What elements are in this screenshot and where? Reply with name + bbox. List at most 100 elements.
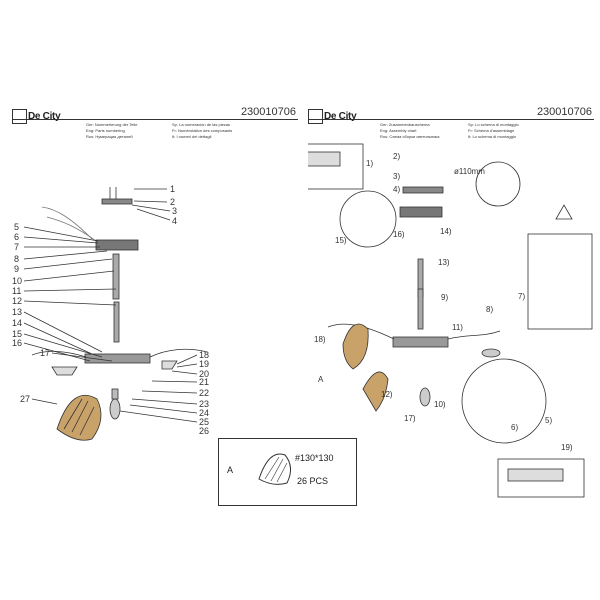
part-number-label: 22: [199, 388, 209, 398]
parts-numbering-panel: De City 230010706 Ger: Nummerierung der …: [12, 99, 298, 500]
assembly-drawing: 1) 2) 3) 4) 5) 6) 7) 8) 9) 10) 11) 12) 1…: [308, 143, 593, 498]
header-rule: [12, 119, 298, 120]
part-number-label: 23: [199, 399, 209, 409]
part-number-label: 7: [14, 242, 19, 252]
step-label: 18): [314, 335, 326, 344]
logo-mark: [308, 109, 323, 124]
center-body: [392, 336, 449, 348]
product-code: 230010706: [536, 106, 592, 118]
socket-detail-circle: [461, 358, 547, 444]
step-label: 12): [381, 390, 393, 399]
part-a-label: A: [318, 375, 324, 384]
warning-icon: [555, 204, 573, 220]
part-number-label: 15: [12, 329, 22, 339]
brand-logo: De City: [308, 109, 357, 124]
part-number-label: 1: [170, 184, 175, 194]
step-label: 1): [366, 159, 373, 168]
canopy-cup: [95, 239, 139, 251]
rod-upper: [112, 253, 120, 300]
part-number-label: 11: [12, 286, 21, 296]
part-number-label: 20: [199, 369, 209, 379]
wire-connection-inset: [527, 233, 593, 330]
shell-icon: [258, 453, 291, 485]
header-lang-col2: Sp: La numeración de las piezas Fr: Numé…: [172, 122, 232, 140]
step-label: 4): [393, 185, 400, 194]
step-label: 14): [440, 227, 452, 236]
header-lang-col1: Ger: Nummerierung der Teile Eng: Parts n…: [86, 122, 138, 140]
step-label: 3): [393, 172, 400, 181]
legend-quantity: 26 PCS: [297, 476, 329, 486]
bulb-left: [51, 366, 78, 376]
bracket-detail: [475, 161, 521, 207]
bulb-side: [481, 348, 501, 358]
step-label: 8): [486, 305, 493, 314]
part-number-label: 16: [12, 338, 22, 348]
part-number-label: 13: [12, 307, 22, 317]
part-number-label: 19: [199, 359, 209, 369]
step-label: 7): [518, 292, 525, 301]
part-number-label: 4: [172, 216, 177, 226]
header-line: Rus: Нумерация деталей: [86, 134, 133, 139]
step-label: 10): [434, 400, 446, 409]
exploded-parts-drawing: 1 2 3 4 5 6 7 8 9 10 11 12 13 14 15 16 1…: [12, 184, 209, 441]
header-line: Eng: Parts numbering: [86, 128, 125, 133]
header-line: Sp: La numeración de las piezas: [172, 122, 231, 127]
brand-name: De City: [324, 111, 357, 122]
header-line: Sp: Lo schema di montaggio: [468, 122, 519, 127]
product-code: 230010706: [240, 106, 296, 118]
part-number-label: 8: [14, 254, 19, 264]
ceiling-plate: [402, 186, 444, 194]
step-label: 15): [335, 236, 347, 245]
part-number-label: 21: [199, 377, 209, 387]
part-number-label: 10: [12, 276, 22, 286]
part-number-label: 17: [40, 348, 50, 358]
bulb-candle: [109, 398, 121, 420]
terminal-inset-bottom: [497, 458, 585, 498]
step-label: 19): [561, 443, 573, 452]
canopy-cup: [399, 206, 443, 218]
brand-name: De City: [28, 111, 61, 122]
header-line: Fr: Schéma d'assemblage: [468, 128, 515, 133]
rod-lower: [113, 301, 120, 343]
step-label: 2): [393, 152, 400, 161]
legend-label: A: [227, 465, 234, 475]
part-number-label: 18: [199, 350, 209, 360]
header-lang-col1: Ger: Zusammenbauschema Eng: Assembly cha…: [380, 122, 440, 140]
part-number-label: 26: [199, 426, 209, 436]
step-label: 13): [438, 258, 450, 267]
header-line: Eng: Assembly chart: [380, 128, 417, 133]
part-number-label: 6: [14, 232, 19, 242]
part-number-label: 9: [14, 264, 19, 274]
dimension-label: ø110mm: [454, 167, 485, 176]
terminal-inset-box: [308, 143, 364, 190]
wire-detail-circle: [339, 190, 397, 248]
part-number-labels: 1 2 3 4 5 6 7 8 9 10 11 12 13 14 15 16 1…: [12, 184, 209, 436]
rod-lower: [417, 288, 424, 330]
part-number-label: 2: [170, 197, 175, 207]
bulb-candle: [419, 387, 431, 407]
header-line: Fr: Numérotation des composants: [172, 128, 233, 133]
step-label: 5): [545, 416, 552, 425]
assembly-chart-panel: De City 230010706 Ger: Zusammenbauschema…: [308, 99, 594, 500]
part-number-label: 25: [199, 417, 209, 427]
step-label: 6): [511, 423, 518, 432]
logo-mark: [12, 109, 27, 124]
header-line: It: I numeri dei dettagli: [172, 134, 212, 139]
center-body: [84, 353, 151, 364]
header-line: It: Lo schema di montaggio: [468, 134, 517, 139]
part-number-label: 24: [199, 408, 209, 418]
header-line: Ger: Nummerierung der Teile: [86, 122, 138, 127]
part-number-label: 12: [12, 296, 22, 306]
part-number-label: 27: [20, 394, 30, 404]
legend-size: #130*130: [295, 453, 334, 463]
ceiling-plate: [101, 198, 133, 205]
brand-logo: De City: [12, 109, 61, 124]
shell-right: [362, 371, 389, 412]
step-label: 16): [393, 230, 405, 239]
header-line: Rus: Схема сборки светильника: [380, 134, 440, 139]
part-number-label: 5: [14, 222, 19, 232]
header-rule: [308, 119, 594, 120]
socket-right: [161, 360, 178, 370]
step-label: 17): [404, 414, 416, 423]
